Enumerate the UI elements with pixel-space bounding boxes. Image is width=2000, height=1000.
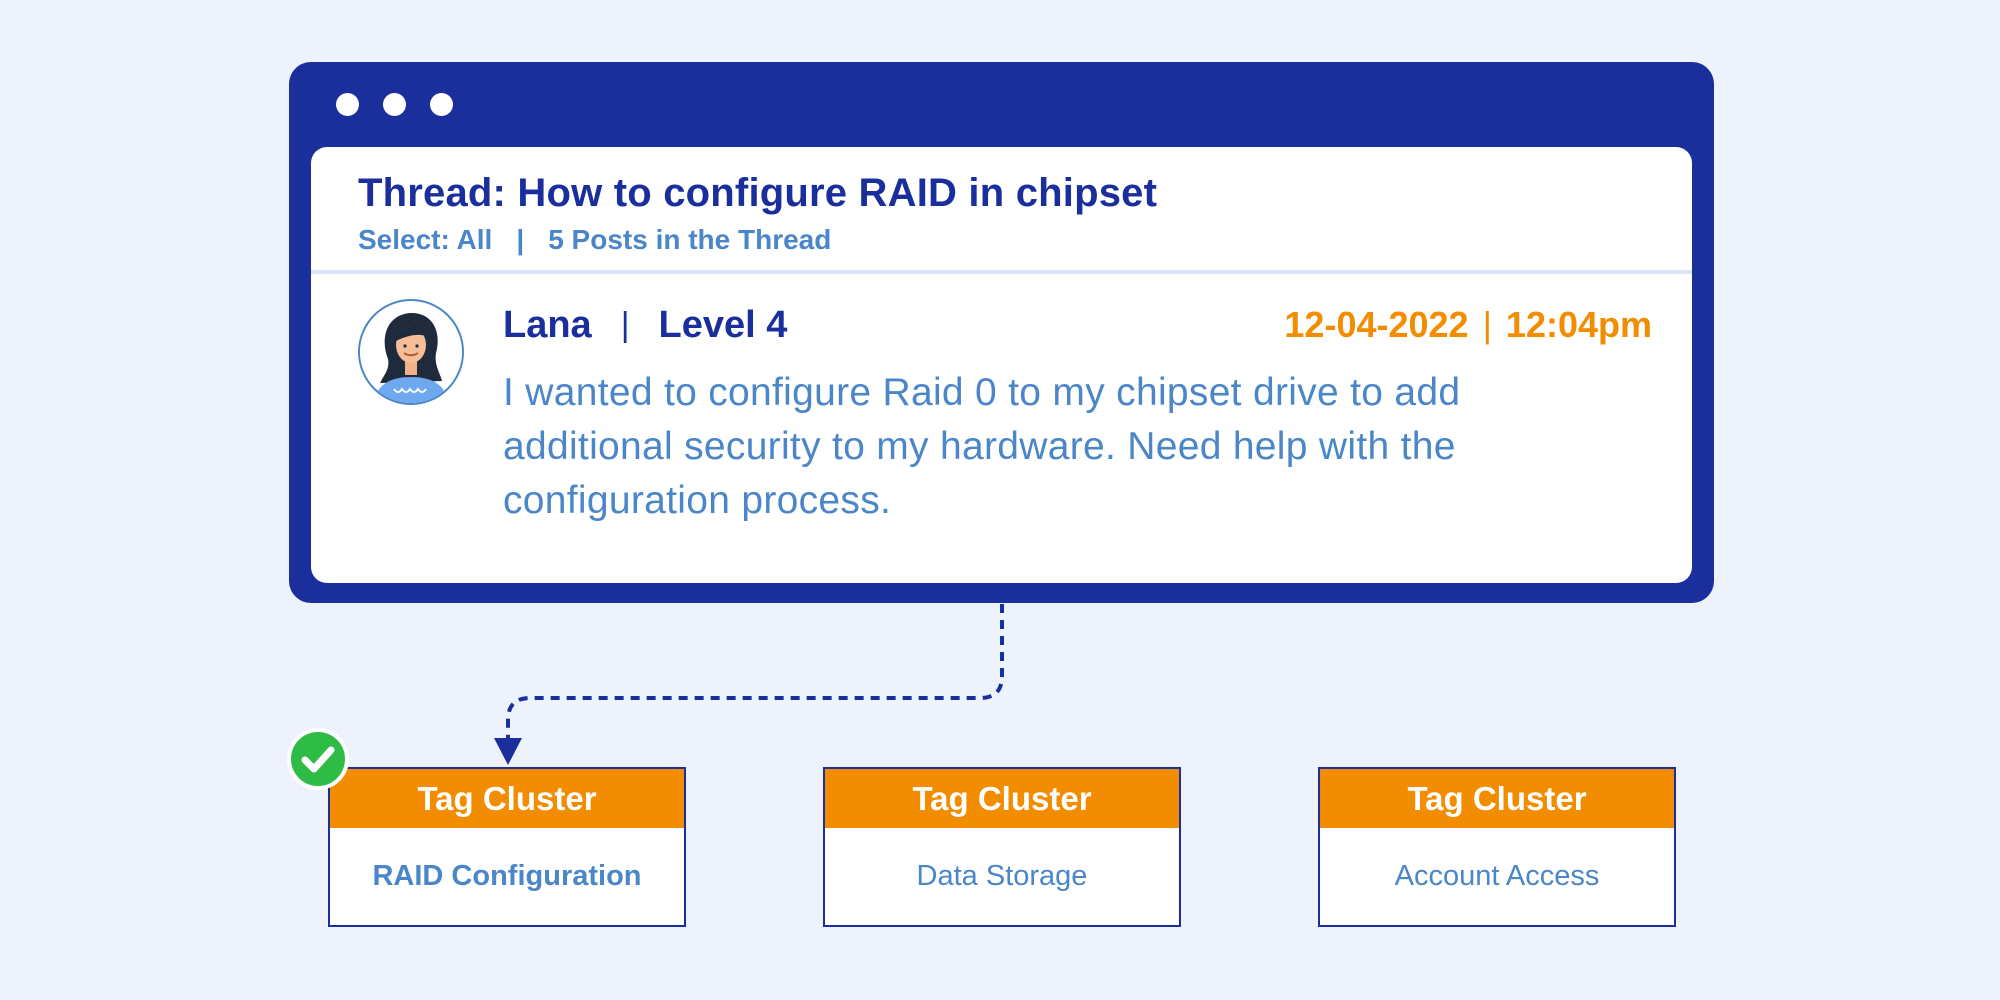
post-item: Lana | Level 4 12-04-2022 | 12:04pm I wa… — [311, 274, 1692, 583]
tag-cluster-header: Tag Cluster — [1320, 769, 1674, 828]
tag-cluster-header: Tag Cluster — [825, 769, 1179, 828]
tag-cluster-storage[interactable]: Tag Cluster Data Storage — [823, 767, 1181, 927]
browser-window: Thread: How to configure RAID in chipset… — [289, 62, 1714, 603]
window-dot-2[interactable] — [383, 93, 406, 116]
tag-cluster-access[interactable]: Tag Cluster Account Access — [1318, 767, 1676, 927]
window-controls — [336, 93, 453, 116]
post-time: 12:04pm — [1505, 304, 1652, 345]
tag-cluster-label: Account Access — [1394, 860, 1600, 892]
posts-count: 5 Posts in the Thread — [548, 224, 832, 255]
post-body: I wanted to configure Raid 0 to my chips… — [503, 371, 1461, 522]
author-separator: | — [620, 306, 630, 344]
thread-header: Thread: How to configure RAID in chipset… — [311, 147, 1692, 274]
post-date: 12-04-2022 — [1284, 304, 1469, 345]
tag-cluster-raid[interactable]: Tag Cluster RAID Configuration — [328, 767, 686, 927]
meta-separator: | — [516, 224, 525, 255]
window-dot-1[interactable] — [336, 93, 359, 116]
select-all-link[interactable]: Select: All — [358, 224, 493, 255]
thread-panel: Thread: How to configure RAID in chipset… — [311, 147, 1692, 583]
date-separator: | — [1482, 304, 1492, 345]
window-dot-3[interactable] — [430, 93, 453, 116]
thread-meta: Select: All | 5 Posts in the Thread — [358, 224, 1692, 256]
user-avatar-icon[interactable] — [358, 299, 464, 405]
author-level: Level 4 — [658, 304, 788, 346]
tag-cluster-header: Tag Cluster — [330, 769, 684, 828]
tag-cluster-label: RAID Configuration — [372, 860, 642, 892]
post-timestamp: 12-04-2022 | 12:04pm — [1284, 304, 1652, 346]
post-author-line: Lana | Level 4 — [503, 304, 787, 347]
checkmark-icon — [287, 728, 349, 790]
post-author[interactable]: Lana — [503, 304, 592, 346]
tag-cluster-label: Data Storage — [916, 860, 1088, 892]
thread-title: Thread: How to configure RAID in chipset — [358, 171, 1158, 215]
